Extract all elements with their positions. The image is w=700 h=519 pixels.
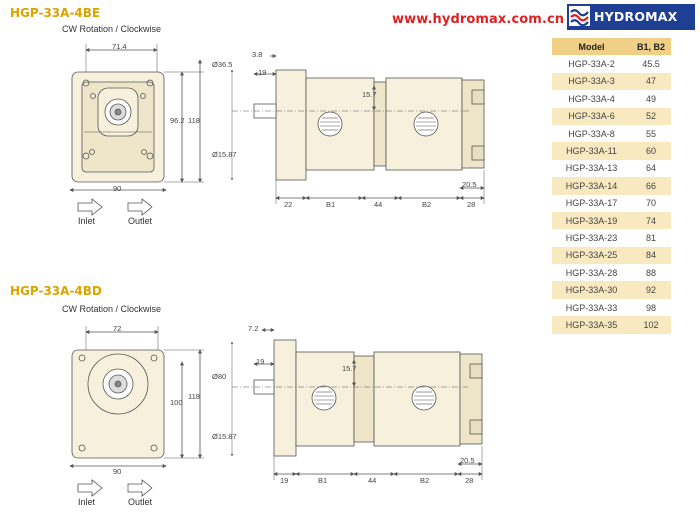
table-header-b1b2: B1, B2 [631,38,671,56]
value-cell: 88 [631,264,671,282]
technical-drawings [69,44,485,497]
dim-28: 28 [467,200,476,209]
value-cell: 55 [631,124,671,143]
value-cell: 52 [631,107,671,125]
outlet-label-2: Outlet [128,497,153,507]
dim-width-bottom-2: 90 [113,467,122,476]
value-cell: 66 [631,177,671,195]
dim-44-2: 44 [368,476,377,485]
value-cell: 84 [631,246,671,265]
section2-title: HGP-33A-4BD [10,284,102,298]
dim-height-inner-2: 100 [170,398,183,407]
table-header-model: Model [552,38,631,56]
model-cell: HGP-33A-13 [552,159,631,178]
value-cell: 47 [631,72,671,91]
dim-44: 44 [374,200,383,209]
model-cell: HGP-33A-30 [552,281,631,299]
inlet-label: Inlet [78,216,96,226]
model-cell: HGP-33A-25 [552,246,631,265]
dim-22: 22 [284,200,293,209]
dim-flange-dia-2: Ø80 [212,372,227,381]
value-cell: 81 [631,229,671,247]
dim-shaft-len2: 19 [258,68,267,77]
dim-shaft-len: 3.8 [252,50,263,59]
dim-width-bottom: 90 [113,184,122,193]
side-view-2 [230,328,483,480]
dim-width-top-2: 72 [113,324,122,333]
front-view-1 [69,44,204,216]
value-cell: 74 [631,211,671,230]
dim-20-5: 20.5 [462,180,477,189]
model-cell: HGP-33A-33 [552,298,631,317]
website-url[interactable]: www.hydromax.com.cn [392,12,565,27]
value-cell: 98 [631,298,671,317]
value-cell: 45.5 [631,55,671,73]
section1-rotation: CW Rotation / Clockwise [62,24,162,34]
dim-shaft-len-2: 7.2 [248,324,259,333]
dim-19: 19 [280,476,289,485]
dim-offset-2: 15.7 [342,364,357,373]
model-cell: HGP-33A-14 [552,177,631,195]
side-view-1 [230,54,485,204]
dim-offset: 15.7 [362,90,377,99]
dim-shaft-dia-2: Ø15.87 [212,432,237,441]
model-cell: HGP-33A-19 [552,211,631,230]
dim-b1-2: B1 [318,476,328,485]
model-cell: HGP-33A-2 [552,55,631,73]
dim-height-inner: 96.2 [170,116,185,125]
section1-title: HGP-33A-4BE [10,6,101,20]
model-cell: HGP-33A-6 [552,107,631,125]
dim-height-outer-2: 118 [188,392,200,401]
model-cell: HGP-33A-23 [552,229,631,247]
dim-b2-2: B2 [420,476,430,485]
value-cell: 64 [631,159,671,178]
model-cell: HGP-33A-11 [552,142,631,160]
model-cell: HGP-33A-8 [552,124,631,143]
value-cell: 60 [631,142,671,160]
dim-20-5-2: 20.5 [460,456,475,465]
dim-flange-dia: Ø36.5 [212,60,233,69]
wave-logo-icon [569,6,590,26]
model-cell: HGP-33A-4 [552,90,631,108]
model-cell: HGP-33A-3 [552,72,631,91]
section2-rotation: CW Rotation / Clockwise [62,304,162,314]
dim-shaft-dia: Ø15.87 [212,150,237,159]
dim-width-top: 71.4 [112,42,127,51]
dim-height-outer: 118 [188,116,200,125]
front-view-2 [69,326,204,497]
model-cell: HGP-33A-35 [552,316,631,334]
dim-28-2: 28 [465,476,474,485]
dim-shaft-len2-2: 19 [256,357,265,366]
brand-name: HYDROMAX [594,9,678,24]
model-cell: HGP-33A-28 [552,264,631,282]
value-cell: 102 [631,316,671,334]
model-cell: HGP-33A-17 [552,194,631,212]
dim-b1: B1 [326,200,336,209]
inlet-label-2: Inlet [78,497,96,507]
brand-logo: HYDROMAX [567,4,695,30]
value-cell: 70 [631,194,671,212]
dim-b2: B2 [422,200,432,209]
value-cell: 49 [631,90,671,108]
value-cell: 92 [631,281,671,299]
outlet-label: Outlet [128,216,153,226]
